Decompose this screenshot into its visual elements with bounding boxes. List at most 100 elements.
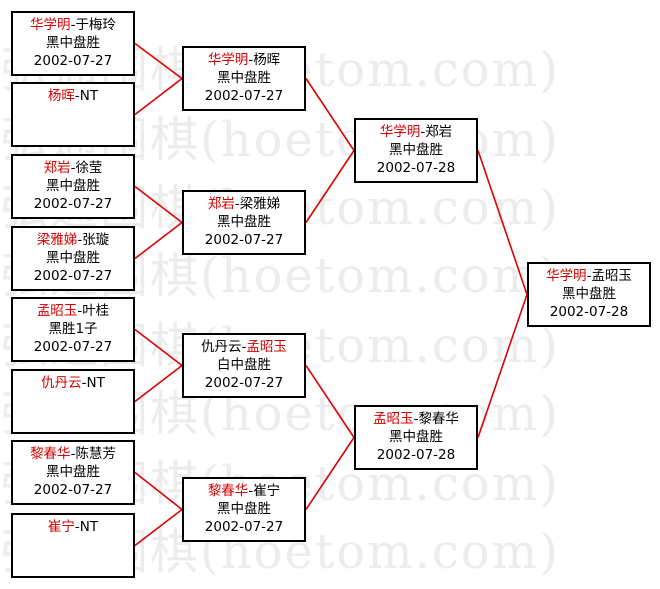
match-players: 黎春华-崔宁 — [184, 482, 304, 500]
player-one-name: 杨晖 — [47, 88, 75, 104]
match-date: 2002-07-27 — [33, 196, 113, 212]
match-box: 华学明-杨晖黑中盘胜 2002-07-27 — [182, 46, 306, 111]
match-players: 华学明-于梅玲 — [13, 16, 133, 34]
match-result: 黑中盘胜 — [46, 464, 100, 480]
match-result: 黑中盘胜 — [217, 70, 271, 86]
player-one-name: 仇丹云 — [201, 339, 242, 355]
player-two-name: 杨晖 — [253, 52, 281, 68]
player-one-name: 仇丹云 — [41, 375, 82, 391]
match-box: 黎春华-陈慧芳黑中盘胜 2002-07-27 — [11, 440, 135, 505]
connector-line — [134, 328, 183, 367]
match-players: 黎春华-陈慧芳 — [13, 445, 133, 463]
match-date: 2002-07-27 — [204, 88, 284, 104]
match-players: 仇丹云-NT — [13, 374, 133, 392]
connector-line — [305, 150, 355, 223]
player-one-name: 郑岩 — [43, 160, 71, 176]
player-two-name: 张璇 — [82, 232, 110, 248]
player-two-name: NT — [86, 375, 105, 391]
player-one-name: 郑岩 — [207, 196, 235, 212]
match-players: 孟昭玉-叶桂 — [13, 302, 133, 320]
player-two-name: 黎春华 — [418, 411, 459, 427]
player-separator: - — [248, 483, 254, 499]
match-result: 黑中盘胜 — [562, 286, 616, 302]
match-result: 黑中盘胜 — [389, 429, 443, 445]
player-two-name: 孟昭玉 — [246, 339, 287, 355]
match-players: 郑岩-徐莹 — [13, 159, 133, 177]
match-result: 黑胜1子 — [48, 321, 98, 337]
match-date: 2002-07-27 — [204, 519, 284, 535]
player-separator: - — [234, 196, 240, 212]
player-separator: - — [77, 232, 83, 248]
match-date: 2002-07-27 — [33, 339, 113, 355]
match-result: 黑中盘胜 — [46, 178, 100, 194]
player-two-name: 孟昭玉 — [591, 268, 632, 284]
connector-line — [134, 221, 183, 260]
match-date: 2002-07-27 — [204, 375, 284, 391]
connector-line — [477, 294, 528, 438]
player-two-name: 郑岩 — [425, 124, 453, 140]
match-date: 2002-07-28 — [376, 447, 456, 463]
player-one-name: 孟昭玉 — [373, 411, 414, 427]
match-date: 2002-07-27 — [33, 53, 113, 69]
match-date: 2002-07-28 — [376, 160, 456, 176]
match-date: 2002-07-27 — [33, 482, 113, 498]
connector-line — [305, 78, 355, 151]
match-result: 黑中盘胜 — [389, 142, 443, 158]
match-box: 杨晖-NT — [11, 82, 135, 147]
match-players: 仇丹云-孟昭玉 — [184, 338, 304, 356]
player-separator: - — [413, 411, 419, 427]
player-two-name: NT — [79, 519, 99, 535]
connector-line — [477, 150, 528, 295]
player-separator: - — [586, 268, 592, 284]
player-separator: - — [420, 124, 426, 140]
player-two-name: 梁雅娣 — [239, 196, 281, 212]
match-result: 黑中盘胜 — [217, 214, 271, 230]
player-separator: - — [70, 160, 76, 176]
connector-line — [305, 437, 355, 510]
connector-line — [305, 365, 355, 438]
connector-line — [134, 508, 183, 547]
match-box: 孟昭玉-叶桂黑胜1子 2002-07-27 — [11, 297, 135, 362]
match-box: 崔宁-NT — [11, 513, 135, 578]
match-box: 华学明-于梅玲黑中盘胜 2002-07-27 — [11, 11, 135, 76]
match-players: 梁雅娣-张璇 — [13, 231, 133, 249]
player-two-name: 徐莹 — [75, 160, 103, 176]
match-date: 2002-07-27 — [204, 232, 284, 248]
player-one-name: 华学明 — [379, 124, 421, 140]
match-players: 华学明-孟昭玉 — [529, 267, 649, 285]
player-one-name: 黎春华 — [207, 483, 249, 499]
match-players: 郑岩-梁雅娣 — [184, 195, 304, 213]
connector-line — [134, 77, 183, 116]
player-separator: - — [81, 375, 87, 391]
match-result: 黑中盘胜 — [46, 250, 100, 266]
player-one-name: 华学明 — [207, 52, 249, 68]
player-two-name: 叶桂 — [82, 303, 110, 319]
connector-line — [134, 364, 183, 403]
connector-line — [134, 42, 183, 80]
match-date: 2002-07-27 — [33, 268, 113, 284]
player-one-name: 华学明 — [30, 17, 71, 33]
connector-line — [134, 185, 183, 224]
match-result: 黑中盘胜 — [46, 35, 100, 51]
player-separator: - — [248, 52, 254, 68]
match-players: 崔宁-NT — [13, 518, 133, 536]
match-players: 杨晖-NT — [13, 87, 133, 105]
match-box: 华学明-孟昭玉黑中盘胜 2002-07-28 — [527, 262, 651, 327]
player-one-name: 崔宁 — [47, 519, 75, 535]
player-one-name: 梁雅娣 — [36, 232, 78, 248]
player-one-name: 黎春华 — [30, 446, 71, 462]
connector-line — [134, 471, 183, 511]
match-result: 白中盘胜 — [217, 357, 271, 373]
player-separator: - — [241, 339, 247, 355]
match-players: 孟昭玉-黎春华 — [356, 410, 476, 428]
match-date: 2002-07-28 — [549, 304, 629, 320]
match-players: 华学明-郑岩 — [356, 123, 476, 141]
match-box: 仇丹云-NT — [11, 369, 135, 434]
player-separator: - — [70, 446, 76, 462]
player-two-name: 于梅玲 — [75, 17, 116, 33]
